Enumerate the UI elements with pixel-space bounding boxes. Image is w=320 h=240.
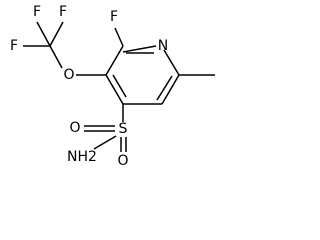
atom-f-cf3-top1: F bbox=[33, 4, 41, 20]
bonds bbox=[23, 21, 215, 152]
bond-cf3-ftop2 bbox=[49, 21, 64, 47]
atom-o-s1: O bbox=[69, 120, 80, 136]
atom-s: S bbox=[119, 121, 128, 137]
atom-nh2: NH2 bbox=[67, 149, 97, 165]
bond-n-c6 bbox=[163, 49, 180, 76]
bond-c6-c5 bbox=[161, 74, 180, 105]
bond-o-cf3 bbox=[49, 45, 63, 69]
bond-c2-f bbox=[114, 27, 124, 47]
atom-o-s2: O bbox=[117, 153, 128, 169]
atom-f-cf3-top2: F bbox=[59, 4, 67, 20]
bond-c2-n bbox=[122, 45, 157, 53]
bond-c6-c5-inner bbox=[156, 75, 173, 101]
bond-c4-c3 bbox=[105, 74, 124, 105]
atom-f-cf3-left: F bbox=[10, 38, 18, 54]
bond-c4-c3-inner bbox=[112, 74, 127, 98]
molecule-structure: F N O F F F O S O NH2 bbox=[10, 4, 215, 169]
bond-c3-c2 bbox=[105, 45, 124, 76]
bond-s-n bbox=[93, 135, 117, 150]
bond-cf3-ftop1 bbox=[36, 21, 51, 47]
atom-f-ring: F bbox=[110, 9, 118, 25]
atom-labels: F N O F F F O S O NH2 bbox=[10, 4, 168, 169]
atom-n-ring: N bbox=[158, 38, 168, 54]
atom-o-ether: O bbox=[63, 67, 74, 83]
